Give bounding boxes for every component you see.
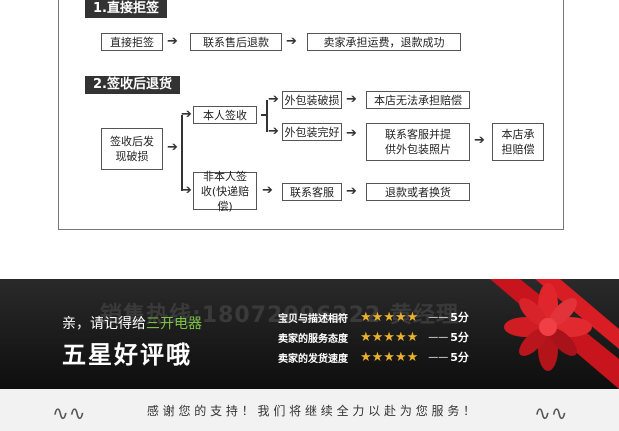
rating-score: 5分	[450, 331, 469, 344]
five-star-slogan: 五星好评哦	[62, 341, 192, 369]
arrow-icon: ➔	[346, 126, 357, 141]
reminder-prefix: 亲，请记得给	[62, 316, 146, 332]
package-damaged-box: 外包装破损	[282, 91, 342, 109]
arrow-icon: ➔	[167, 140, 178, 155]
rating-row: 卖家的发货速度 ★★★★★ —— 5分	[278, 347, 488, 367]
hotline-watermark: 销售热线:18072096222 黄经理	[100, 303, 459, 328]
arrow-icon: ➔	[268, 124, 279, 139]
section2-title: 2.签收后退货	[85, 76, 180, 94]
flourish-right-icon: ∿∿	[534, 401, 568, 425]
rating-label: 宝贝与描述相符	[278, 313, 348, 325]
dash-divider: ——	[428, 331, 449, 343]
rating-label: 卖家的服务态度	[278, 333, 348, 345]
dash-divider: ——	[428, 351, 449, 363]
arrow-icon: ➔	[262, 183, 273, 198]
step-reject: 直接拒签	[101, 33, 163, 51]
rating-row: 宝贝与描述相符 ★★★★★ —— 5分	[278, 307, 488, 327]
contact-service-box: 联系客服并提供外包装照片	[366, 123, 470, 161]
star-icons: ★★★★★	[360, 349, 419, 365]
ribbon-bow-icon	[490, 279, 619, 389]
other-sign-box: 非本人签收(快递赔偿)	[193, 170, 257, 213]
store-no-comp-box: 本店无法承担赔偿	[366, 91, 470, 109]
star-icons: ★★★★★	[360, 329, 419, 345]
contact-cs-box: 联系客服	[282, 183, 342, 201]
thanks-text: 感 谢 您 的 支 持 ！ 我 们 将 继 续 全 力 以 赴 为 您 服 务 …	[146, 404, 476, 418]
refund-box: 退款或者换货	[366, 183, 470, 201]
footer: ∿∿ 感 谢 您 的 支 持 ！ 我 们 将 继 续 全 力 以 赴 为 您 服…	[0, 389, 619, 431]
start-box: 签收后发现破损	[101, 128, 163, 170]
arrow-icon: ➔	[346, 184, 357, 199]
connector-line	[261, 114, 267, 116]
flourish-left-icon: ∿∿	[52, 401, 86, 425]
connector-line	[181, 115, 183, 191]
arrow-icon: ➔	[346, 92, 357, 107]
arrow-icon: ➔	[474, 133, 485, 148]
dash-divider: ——	[428, 311, 449, 323]
step-refund-success: 卖家承担运费，退款成功	[307, 33, 461, 51]
arrow-icon: ➔	[167, 34, 178, 49]
brand-name: 三开电器	[146, 316, 202, 332]
rating-score: 5分	[450, 351, 469, 364]
rating-label: 卖家的发货速度	[278, 353, 348, 365]
arrow-icon: ➔	[181, 107, 192, 122]
arrow-icon: ➔	[268, 92, 279, 107]
package-intact-box: 外包装完好	[282, 123, 342, 141]
rating-score: 5分	[450, 311, 469, 324]
rating-row: 卖家的服务态度 ★★★★★ —— 5分	[278, 327, 488, 347]
section1-title: 1.直接拒签	[85, 0, 167, 18]
rating-banner: 销售热线:18072096222 黄经理 亲，请记得给三开电器 五星好评哦 宝贝…	[0, 279, 619, 389]
connector-line	[266, 100, 268, 132]
self-sign-box: 本人签收	[193, 106, 257, 124]
arrow-icon: ➔	[286, 34, 297, 49]
ratings-list: 宝贝与描述相符 ★★★★★ —— 5分 卖家的服务态度 ★★★★★ —— 5分 …	[278, 307, 488, 367]
star-icons: ★★★★★	[360, 309, 419, 325]
store-comp-box: 本店承担赔偿	[492, 123, 544, 161]
arrow-icon: ➔	[181, 183, 192, 198]
reminder-line: 亲，请记得给三开电器	[62, 313, 202, 333]
step-contact-refund: 联系售后退款	[190, 33, 282, 51]
